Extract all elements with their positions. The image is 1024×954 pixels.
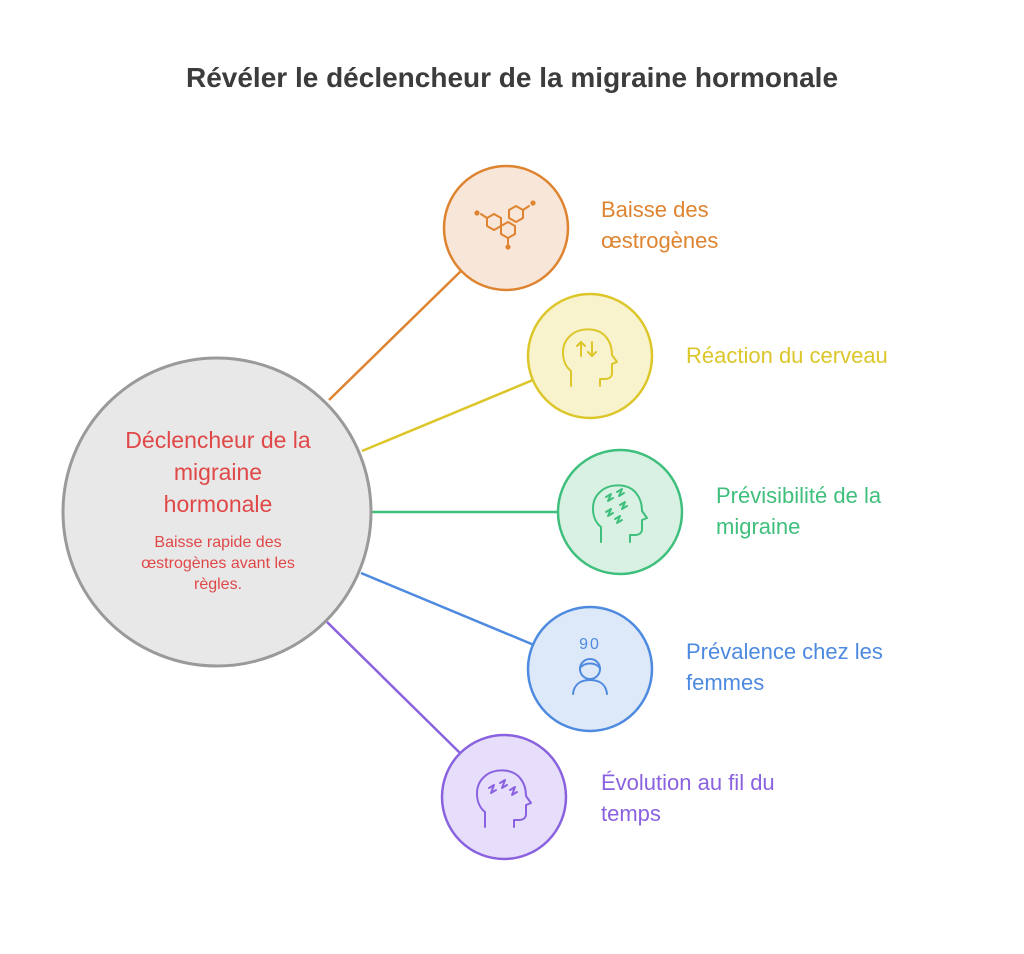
woman-counter: 90: [579, 636, 601, 653]
branch-label-estrogen: Baisse des œstrogènes: [601, 194, 718, 256]
branch-label-line: Réaction du cerveau: [686, 343, 888, 368]
connector-4: [360, 571, 535, 647]
branch-label-line: Évolution au fil du: [601, 770, 775, 795]
branch-circle-2: [526, 292, 654, 420]
hub-description-line: règles.: [193, 576, 243, 593]
hub-title: Déclencheur de la migraine hormonale: [80, 424, 356, 520]
woman-icon: 90: [572, 636, 608, 695]
branch-label-brain: Réaction du cerveau: [686, 340, 888, 371]
connector-2: [361, 378, 534, 453]
branch-label-line: œstrogènes: [601, 228, 719, 253]
branch-label-predictability: Prévisibilité de la migraine: [716, 480, 881, 542]
branch-label-line: Prévisibilité de la: [716, 483, 882, 508]
hub-title-line: migraine: [173, 459, 263, 485]
branch-label-line: femmes: [686, 670, 765, 695]
branch-label-line: Prévalence chez les: [686, 639, 883, 664]
branch-label-line: Baisse des: [601, 197, 709, 222]
head-pain-icon: [476, 769, 532, 828]
branch-label-evolution: Évolution au fil du temps: [601, 767, 775, 829]
branch-label-prevalence: Prévalence chez les femmes: [686, 636, 883, 698]
branch-circle-3: [556, 448, 684, 576]
branch-circle-4: [526, 605, 654, 733]
branch-label-line: migraine: [716, 514, 801, 539]
connector-1: [328, 269, 463, 401]
molecule-icon: [474, 200, 536, 250]
branch-label-line: temps: [601, 801, 661, 826]
hub-description-line: œstrogènes avant les: [141, 555, 295, 572]
branch-circle-5: [440, 733, 568, 861]
head-lightning-icon: [592, 484, 648, 543]
hub-circle: [61, 356, 373, 668]
connector-5: [326, 621, 462, 755]
hub-title-line: hormonale: [163, 491, 273, 517]
hub-title-line: Déclencheur de la: [125, 427, 311, 453]
head-arrows-icon: [562, 328, 618, 387]
hub-description-line: Baisse rapide des: [154, 534, 282, 551]
branch-circle-1: [442, 164, 570, 292]
page-title: Révéler le déclencheur de la migraine ho…: [185, 62, 839, 93]
hub-description: Baisse rapide des œstrogènes avant les r…: [80, 532, 356, 595]
